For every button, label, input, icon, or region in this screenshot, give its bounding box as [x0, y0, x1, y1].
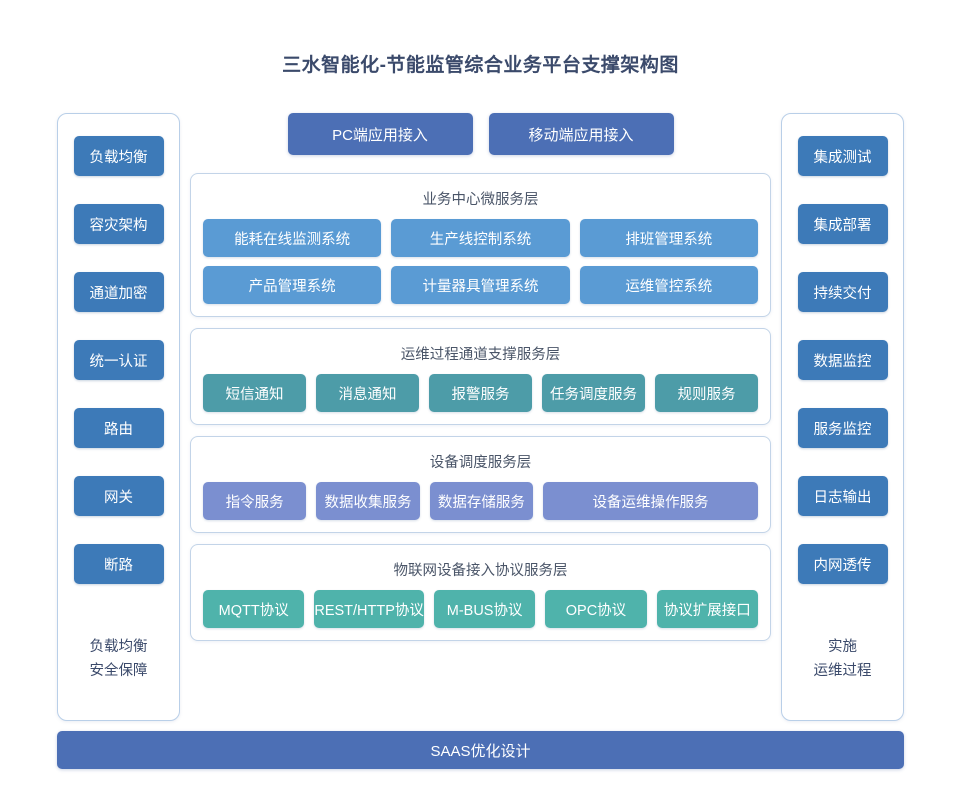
sidebar-item-continuous-delivery[interactable]: 持续交付	[797, 272, 888, 312]
cell-mqtt-protocol[interactable]: MQTT协议	[203, 590, 305, 628]
access-button-mobile[interactable]: 移动端应用接入	[488, 113, 674, 155]
cell-rest-http-protocol[interactable]: REST/HTTP协议	[314, 590, 424, 628]
bottom-bar-saas[interactable]: SAAS优化设计	[57, 731, 904, 769]
sidebar-item-gateway[interactable]: 网关	[73, 476, 164, 516]
layer-device-scheduling: 设备调度服务层 指令服务 数据收集服务 数据存储服务 设备运维操作服务	[190, 436, 771, 533]
cell-product-management[interactable]: 产品管理系统	[203, 266, 382, 304]
page-title: 三水智能化-节能监管综合业务平台支撑架构图	[282, 55, 679, 76]
sidebar-item-disaster-recovery[interactable]: 容灾架构	[73, 204, 164, 244]
sidebar-item-log-output[interactable]: 日志输出	[797, 476, 888, 516]
cell-metering-device-management[interactable]: 计量器具管理系统	[391, 266, 570, 304]
cell-opc-protocol[interactable]: OPC协议	[545, 590, 647, 628]
sidebar-item-load-balance[interactable]: 负载均衡	[73, 136, 164, 176]
left-sidebar-footer: 负载均衡 安全保障	[90, 636, 148, 706]
cell-sms-notification[interactable]: 短信通知	[203, 374, 306, 412]
right-sidebar-footer-line2: 运维过程	[813, 663, 872, 680]
center-column: PC端应用接入 移动端应用接入 业务中心微服务层 能耗在线监测系统 生产线控制系…	[190, 113, 771, 721]
cell-command-service[interactable]: 指令服务	[203, 482, 307, 520]
cell-alarm-service[interactable]: 报警服务	[429, 374, 532, 412]
cell-device-ops-service[interactable]: 设备运维操作服务	[543, 482, 758, 520]
cell-task-scheduling-service[interactable]: 任务调度服务	[542, 374, 645, 412]
layer-title-business: 业务中心微服务层	[422, 192, 539, 208]
layer-iot-protocol: 物联网设备接入协议服务层 MQTT协议 REST/HTTP协议 M-BUS协议 …	[190, 544, 771, 641]
sidebar-item-service-monitoring[interactable]: 服务监控	[797, 408, 888, 448]
access-button-pc[interactable]: PC端应用接入	[287, 113, 473, 155]
cell-rule-service[interactable]: 规则服务	[655, 374, 758, 412]
sidebar-item-circuit-breaker[interactable]: 断路	[73, 544, 164, 584]
right-sidebar-panel: 集成测试 集成部署 持续交付 数据监控 服务监控 日志输出 内网透传 实施 运维…	[781, 113, 904, 721]
cell-shift-management[interactable]: 排班管理系统	[579, 219, 758, 257]
right-sidebar-footer-line1: 实施	[828, 639, 857, 656]
layer-row: 指令服务 数据收集服务 数据存储服务 设备运维操作服务	[203, 482, 758, 520]
layer-title-ops-channel: 运维过程通道支撑服务层	[400, 347, 561, 363]
cell-protocol-extension-interface[interactable]: 协议扩展接口	[656, 590, 758, 628]
cell-ops-control[interactable]: 运维管控系统	[579, 266, 758, 304]
layer-ops-channel-support: 运维过程通道支撑服务层 短信通知 消息通知 报警服务 任务调度服务 规则服务	[190, 328, 771, 425]
sidebar-item-intranet-passthrough[interactable]: 内网透传	[797, 544, 888, 584]
sidebar-item-integration-deploy[interactable]: 集成部署	[797, 204, 888, 244]
sidebar-item-channel-encryption[interactable]: 通道加密	[73, 272, 164, 312]
cell-data-storage-service[interactable]: 数据存储服务	[429, 482, 534, 520]
sidebar-item-integration-test[interactable]: 集成测试	[797, 136, 888, 176]
layer-row: 能耗在线监测系统 生产线控制系统 排班管理系统	[203, 219, 758, 257]
sidebar-item-unified-auth[interactable]: 统一认证	[73, 340, 164, 380]
diagram-frame: 负载均衡 容灾架构 通道加密 统一认证 路由 网关 断路 负载均衡 安全保障 P…	[57, 113, 904, 721]
left-sidebar-footer-line2: 安全保障	[89, 663, 148, 680]
left-sidebar-footer-line1: 负载均衡	[89, 639, 148, 656]
sidebar-item-data-monitoring[interactable]: 数据监控	[797, 340, 888, 380]
layer-title-device-scheduling: 设备调度服务层	[429, 455, 532, 471]
sidebar-item-routing[interactable]: 路由	[73, 408, 164, 448]
layer-title-iot-protocol: 物联网设备接入协议服务层	[393, 563, 568, 579]
cell-data-collection-service[interactable]: 数据收集服务	[316, 482, 420, 520]
cell-mbus-protocol[interactable]: M-BUS协议	[433, 590, 536, 628]
layer-row: 产品管理系统 计量器具管理系统 运维管控系统	[203, 266, 758, 304]
access-row: PC端应用接入 移动端应用接入	[190, 113, 771, 155]
right-sidebar-footer: 实施 运维过程	[814, 636, 872, 706]
layer-row: MQTT协议 REST/HTTP协议 M-BUS协议 OPC协议 协议扩展接口	[203, 590, 758, 628]
left-sidebar-panel: 负载均衡 容灾架构 通道加密 统一认证 路由 网关 断路 负载均衡 安全保障	[57, 113, 180, 721]
cell-message-notification[interactable]: 消息通知	[316, 374, 419, 412]
cell-energy-monitoring[interactable]: 能耗在线监测系统	[203, 219, 382, 257]
layer-business-microservice: 业务中心微服务层 能耗在线监测系统 生产线控制系统 排班管理系统 产品管理系统 …	[190, 173, 771, 317]
cell-production-line-control[interactable]: 生产线控制系统	[391, 219, 570, 257]
layer-row: 短信通知 消息通知 报警服务 任务调度服务 规则服务	[203, 374, 758, 412]
